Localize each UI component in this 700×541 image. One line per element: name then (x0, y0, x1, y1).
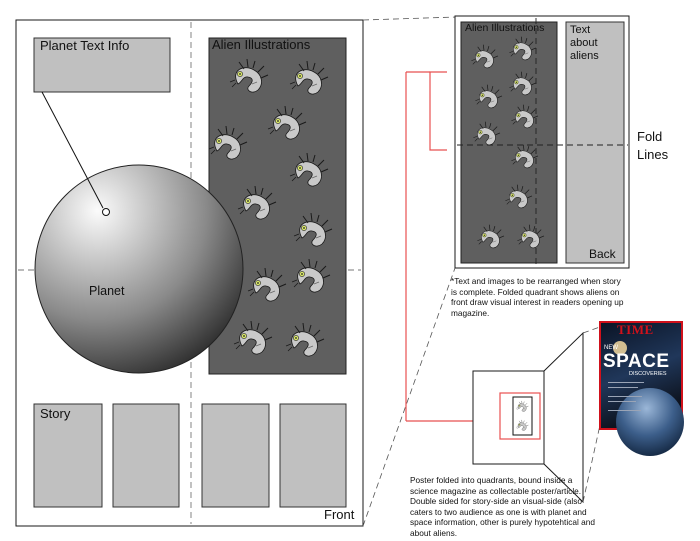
text-about-aliens-box (565, 21, 625, 264)
planet-info-pointer (41, 91, 104, 209)
text-about-aliens-line-1: Text (570, 24, 591, 36)
connector-line-top (362, 16, 458, 21)
cover-earth-image (616, 388, 684, 456)
cover-subhead: DISCOVERIES (629, 371, 667, 377)
cover-planet-image (613, 341, 627, 355)
story-column-box (279, 403, 347, 508)
planet-info-pointer-dot (102, 208, 110, 216)
cover-text-line (608, 401, 636, 402)
story-column-box (112, 403, 180, 508)
time-masthead: TIME (617, 322, 654, 337)
rearrange-note: *Text and images to be rearranged when s… (451, 276, 624, 318)
time-magazine-cover (599, 321, 684, 456)
magazine-connector-top (582, 326, 601, 334)
cover-text-line (608, 410, 641, 411)
alien-illustrations-label: Alien Illustrations (212, 37, 311, 52)
magazine-connector-bottom (582, 424, 601, 503)
back-label: Back (589, 247, 616, 261)
cover-headline: SPACE (603, 351, 670, 372)
story-box (33, 403, 103, 508)
planet-circle (34, 164, 244, 374)
fold-lines-label-line-2: Lines (637, 147, 669, 162)
cover-text-line (608, 382, 644, 383)
cover-text-line (608, 387, 638, 388)
cover-kicker: NEW (604, 345, 618, 351)
connector-line-bottom (362, 267, 456, 527)
back-alien-illustrations-label: Alien Illustrations (465, 22, 545, 34)
planet-label: Planet (89, 284, 125, 298)
text-about-aliens-line-3: aliens (570, 50, 599, 62)
poster-description-note: Poster folded into quadrants, bound insi… (410, 475, 595, 539)
planet-text-info-box (33, 37, 171, 93)
planet-text-info-label: Planet Text Info (40, 38, 130, 53)
fold-bracket-red (429, 71, 447, 151)
alien-illustrations-panel (208, 37, 347, 375)
text-about-aliens-line-2: about (570, 37, 598, 49)
story-label: Story (40, 406, 71, 421)
front-label: Front (324, 507, 355, 522)
cover-text-line (608, 396, 642, 397)
story-column-box (201, 403, 270, 508)
fold-lines-label-line-1: Fold (637, 129, 663, 144)
